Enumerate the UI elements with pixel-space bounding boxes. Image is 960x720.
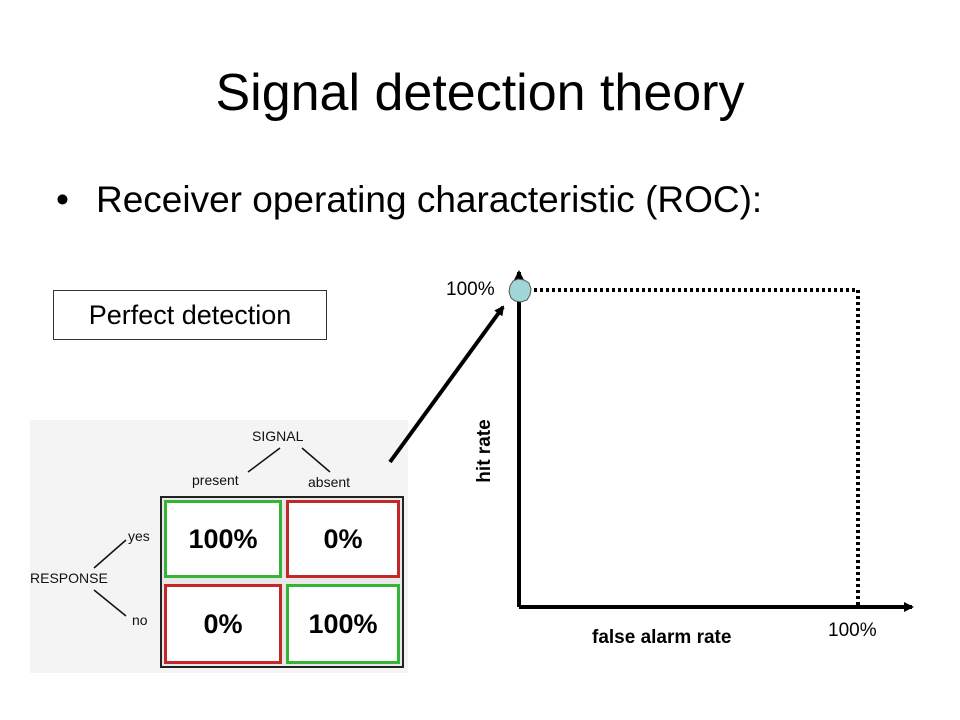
slide-title: Signal detection theory [215, 64, 745, 122]
cell-yes-absent: 0% [286, 500, 400, 578]
signal-label: SIGNAL [252, 428, 304, 444]
pointer-arrow [388, 305, 505, 464]
cell-no-present: 0% [164, 584, 282, 664]
cell-no-absent: 100% [286, 584, 400, 664]
contingency-matrix: SIGNAL present absent yes RESPONSE no 10… [30, 420, 408, 673]
x-axis-label: false alarm rate [592, 627, 732, 648]
yes-label: yes [128, 528, 150, 544]
no-label: no [132, 612, 148, 628]
present-label: present [192, 472, 239, 488]
bullet-text: Receiver operating characteristic (ROC): [96, 179, 763, 220]
matrix-connector-lines [93, 447, 331, 617]
bullet-dot: • [56, 179, 69, 220]
perfect-detection-callout: Perfect detection [53, 290, 327, 340]
y-axis-label: hit rate [474, 419, 495, 483]
absent-label: absent [308, 474, 351, 490]
y-max-label: 100% [446, 279, 495, 300]
bullet-item: • Receiver operating characteristic (ROC)… [56, 178, 762, 222]
x-max-label: 100% [828, 620, 877, 641]
cell-yes-present: 100% [164, 500, 282, 578]
roc-perfect-point [508, 278, 532, 303]
response-label: RESPONSE [30, 570, 108, 586]
